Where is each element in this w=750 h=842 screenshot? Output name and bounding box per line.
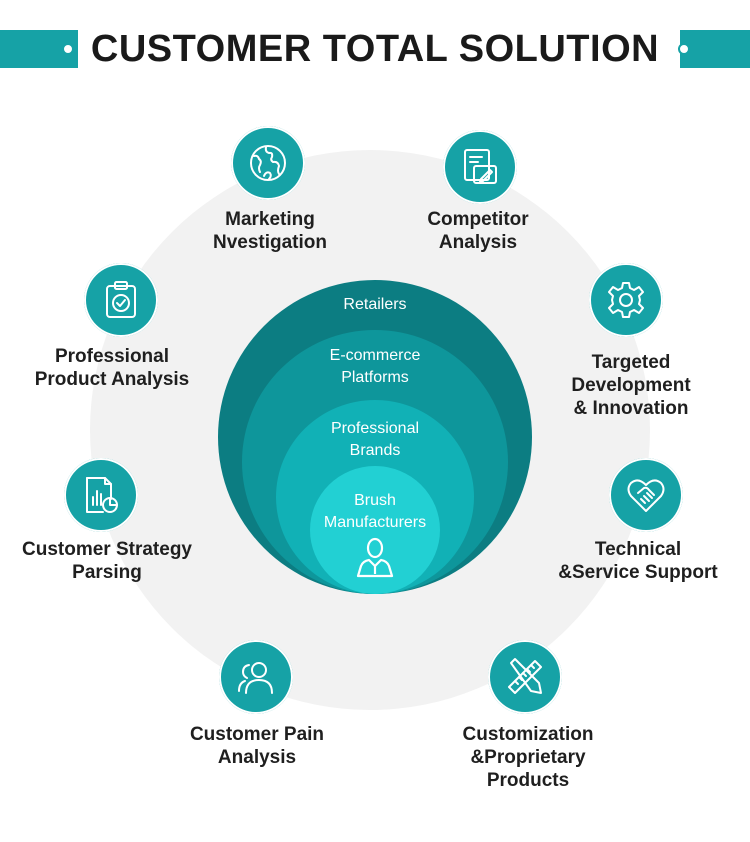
- title-dot-right: [678, 43, 690, 55]
- node-label-product-analysis: Professional Product Analysis: [34, 346, 190, 390]
- heart-handshake-icon: [609, 458, 683, 532]
- report-chart-icon: [64, 458, 138, 532]
- node-label-development: Targeted Development & Innovation: [571, 352, 691, 419]
- ring-label-ecommerce: E-commerce Platforms: [329, 347, 421, 386]
- title-bar-right: [680, 30, 750, 68]
- title-dot-left: [62, 43, 74, 55]
- page-title: CUSTOMER TOTAL SOLUTION: [90, 28, 660, 70]
- node-label-strategy: Customer Strategy Parsing: [22, 539, 192, 583]
- ring-label-retailers: Retailers: [343, 296, 407, 313]
- node-label-competitor: Competitor Analysis: [427, 209, 529, 253]
- node-label-support: Technical &Service Support: [558, 539, 718, 583]
- ring-label-brands: Professional Brands: [330, 420, 420, 459]
- ring-label-manufacturers: Brush Manufacturers: [323, 492, 427, 531]
- globe-icon: [231, 126, 305, 200]
- users-icon: [219, 640, 293, 714]
- node-label-customization: Customization &Proprietary Products: [462, 724, 594, 791]
- person-icon: [355, 536, 395, 578]
- node-label-pain: Customer Pain Analysis: [189, 724, 325, 768]
- ruler-pencil-icon: [488, 640, 562, 714]
- node-label-marketing: Marketing Nvestigation: [212, 209, 328, 253]
- document-pencil-icon: [443, 130, 517, 204]
- gear-icon: [589, 263, 663, 337]
- clipboard-check-icon: [84, 263, 158, 337]
